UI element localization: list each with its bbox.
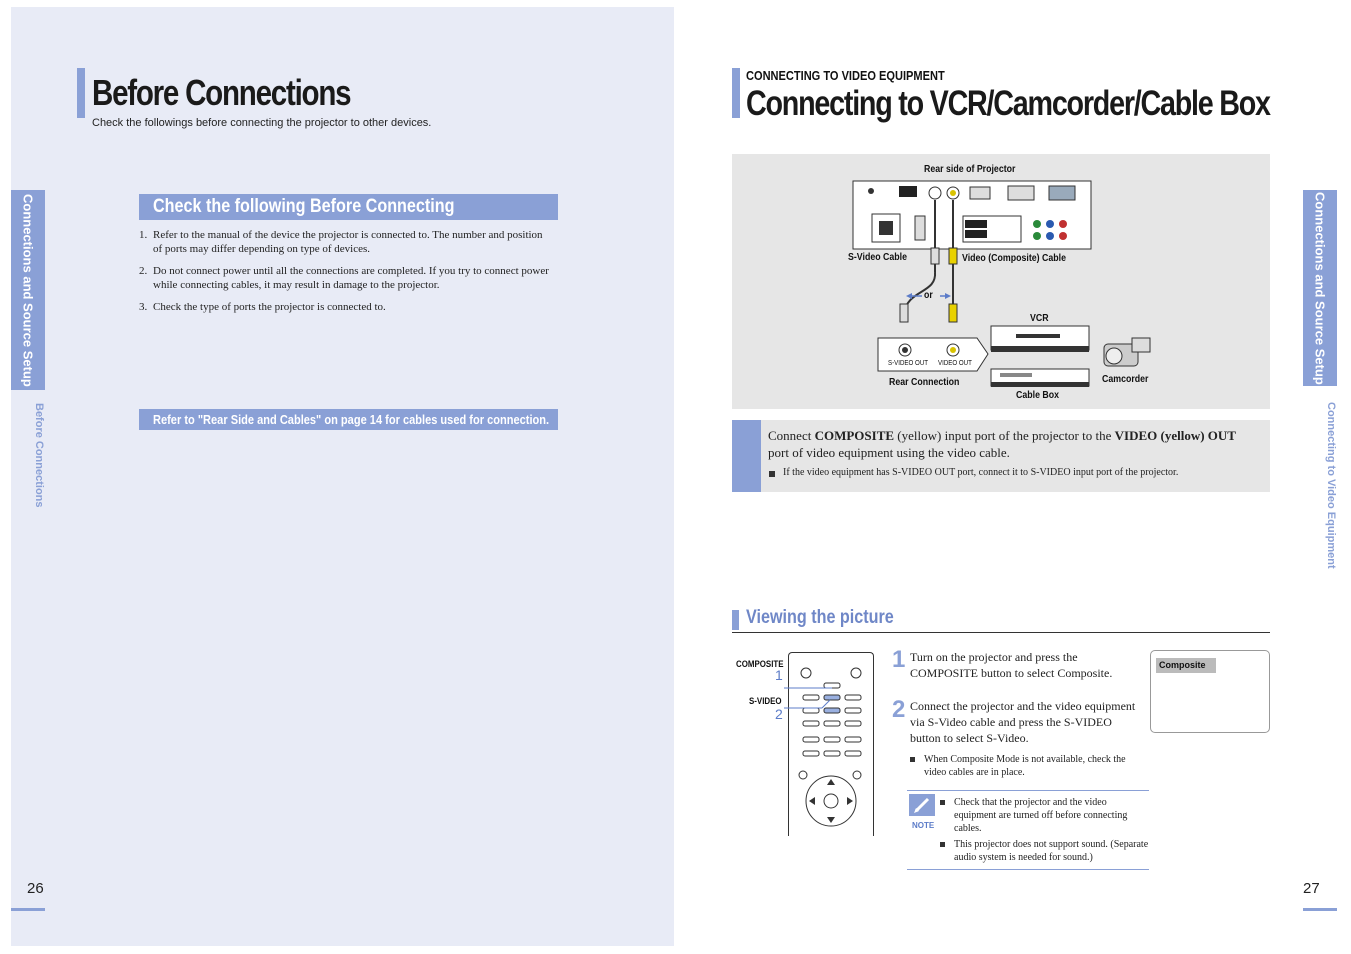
bullet-icon xyxy=(910,757,915,762)
svideo-out-label: S-VIDEO OUT xyxy=(888,360,929,367)
side-subtitle-right: Connecting to Video Equipment xyxy=(1325,401,1337,569)
step-number-1: 1 xyxy=(892,646,906,673)
pencil-icon xyxy=(909,794,935,816)
checklist: 1.Refer to the manual of the device the … xyxy=(139,228,549,322)
refer-text: Refer to "Rear Side and Cables" on page … xyxy=(153,412,550,427)
step-note: When Composite Mode is not available, ch… xyxy=(924,754,1126,778)
viewing-rule xyxy=(732,632,1270,633)
side-tab-left: Connections and Source Setup xyxy=(11,190,45,390)
page-title-right: Connecting to VCR/Camcorder/Cable Box xyxy=(746,84,1271,123)
check-section-title: Check the following Before Connecting xyxy=(153,196,455,217)
video-cable-label: Video (Composite) Cable xyxy=(962,253,1066,264)
rear-side-label: Rear side of Projector xyxy=(924,164,1016,175)
side-subtitle-left: Before Connections xyxy=(33,402,45,508)
info-accent xyxy=(732,420,761,492)
composite-button-label: COMPOSITE xyxy=(736,659,784,669)
list-item: 2.Do not connect power until all the con… xyxy=(139,265,549,291)
note-item: Check that the projector and the video e… xyxy=(954,797,1128,834)
viewing-accent xyxy=(732,610,739,630)
remote-drawing xyxy=(798,667,862,827)
connection-info-box: Connect COMPOSITE (yellow) input port of… xyxy=(732,420,1270,492)
left-page xyxy=(11,7,674,946)
or-label: or xyxy=(924,290,933,301)
page-number-rule-left xyxy=(11,908,45,911)
page-number-right: 27 xyxy=(1303,880,1320,897)
step-2-text: Connect the projector and the video equi… xyxy=(910,699,1136,745)
remote-callout-lines xyxy=(784,687,832,709)
list-item: 1.Refer to the manual of the device the … xyxy=(139,229,543,255)
vcr-label: VCR xyxy=(1030,313,1049,324)
svideo-cable-label: S-Video Cable xyxy=(848,252,908,263)
page-number-left: 26 xyxy=(27,880,44,897)
note-box: NOTE Check that the projector and the vi… xyxy=(907,790,1149,870)
callout-number-2: 2 xyxy=(775,706,783,722)
step-1-text: Turn on the projector and press the COMP… xyxy=(910,650,1113,680)
info-text: Connect COMPOSITE (yellow) input port of… xyxy=(768,428,1236,460)
note-label: NOTE xyxy=(912,821,935,830)
remote-control xyxy=(788,652,874,836)
cable-box-label: Cable Box xyxy=(1016,390,1060,401)
page-number-rule-right xyxy=(1303,908,1337,911)
callout-number-1: 1 xyxy=(775,667,783,683)
osd-selected-source: Composite xyxy=(1156,658,1216,673)
page-title-left: Before Connections xyxy=(92,72,352,113)
info-note: If the video equipment has S-VIDEO OUT p… xyxy=(783,467,1179,478)
list-item: 3.Check the type of ports the projector … xyxy=(139,301,386,313)
rear-connection-label: Rear Connection xyxy=(889,377,960,388)
video-out-label: VIDEO OUT xyxy=(938,360,972,367)
camcorder-label: Camcorder xyxy=(1102,374,1149,385)
lead-text-left: Check the followings before connecting t… xyxy=(92,117,432,129)
check-section-header: Check the following Before Connecting xyxy=(139,194,558,220)
refer-bar: Refer to "Rear Side and Cables" on page … xyxy=(139,409,558,430)
bullet-icon xyxy=(940,800,945,805)
title-accent-left xyxy=(77,68,85,118)
bullet-icon xyxy=(769,471,775,477)
eyebrow-title: CONNECTING TO VIDEO EQUIPMENT xyxy=(746,68,945,83)
title-accent-right xyxy=(732,68,740,118)
bullet-icon xyxy=(940,842,945,847)
note-item: This projector does not support sound. (… xyxy=(954,839,1149,863)
viewing-title: Viewing the picture xyxy=(746,607,894,628)
connection-diagram: Rear side of Projector S-Video Cable Vid… xyxy=(732,154,1270,409)
side-tab-right: Connections and Source Setup xyxy=(1303,190,1337,386)
diagram-drawing xyxy=(852,180,1151,387)
step-number-2: 2 xyxy=(892,696,906,723)
svideo-button-label: S-VIDEO xyxy=(749,696,782,706)
osd-screen: Composite xyxy=(1150,650,1270,733)
